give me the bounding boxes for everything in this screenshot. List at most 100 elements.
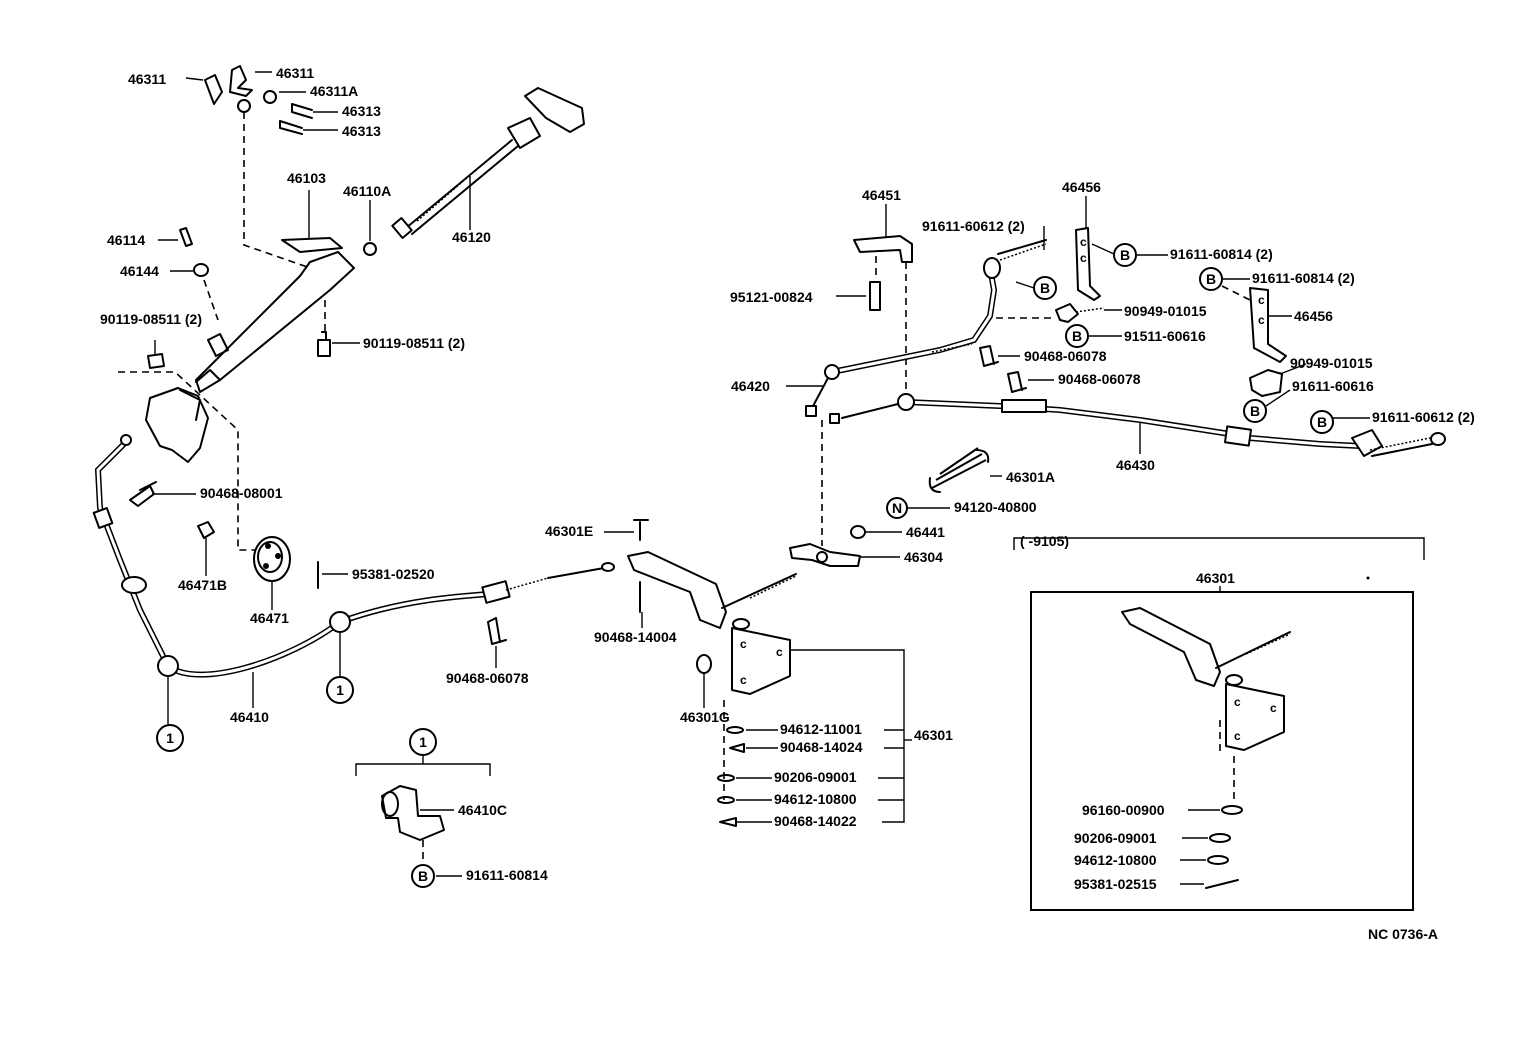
label-46301G: 46301G bbox=[680, 709, 730, 725]
rod-46120 bbox=[405, 139, 513, 229]
label-90468-14022: 90468-14022 bbox=[774, 813, 857, 829]
label-range: ( -9105) bbox=[1020, 533, 1069, 549]
svg-text:c: c bbox=[1270, 701, 1277, 715]
detail-box-9105: ( -9105) 46301 c c c 96160-00900 90206-0… bbox=[1013, 533, 1425, 911]
label-46311-left: 46311 bbox=[128, 71, 166, 87]
clip-46311-left bbox=[204, 74, 223, 105]
label-90468-14004: 90468-14004 bbox=[594, 629, 677, 645]
label-46441: 46441 bbox=[906, 524, 945, 540]
bushing-46144 bbox=[193, 263, 209, 277]
label-46301: 46301 bbox=[914, 727, 953, 743]
label-90468-08001: 90468-08001 bbox=[200, 485, 283, 501]
marker-B-5-text: B bbox=[1250, 403, 1260, 419]
marker-B-1-text: B bbox=[1040, 280, 1050, 296]
bushing-46441 bbox=[850, 525, 866, 539]
svg-text:c: c bbox=[1080, 251, 1087, 265]
label-95121-00824: 95121-00824 bbox=[730, 289, 813, 305]
label-90206-09001-a: 90206-09001 bbox=[774, 769, 857, 785]
label-90468-14024: 90468-14024 bbox=[780, 739, 863, 755]
label-46456-b: 46456 bbox=[1294, 308, 1333, 324]
equalizer-group: 46301A N 94120-40800 46441 46304 bbox=[789, 420, 1055, 567]
label-46304: 46304 bbox=[904, 549, 943, 565]
label-94120-40800: 94120-40800 bbox=[954, 499, 1037, 515]
svg-text:c: c bbox=[1234, 729, 1241, 743]
bracket-46451 bbox=[853, 235, 913, 263]
marker-B-5 bbox=[1243, 399, 1267, 423]
lever-46301-detail-arm bbox=[1121, 607, 1221, 687]
label-46301A: 46301A bbox=[1006, 469, 1055, 485]
clamp-46410C bbox=[381, 785, 445, 841]
lever-46301-detail-plate bbox=[1225, 683, 1285, 751]
spring-46301A bbox=[931, 447, 987, 489]
washer-94612-10800-b bbox=[1207, 855, 1229, 865]
label-91611-60814-b: 91611-60814 (2) bbox=[1170, 246, 1273, 262]
label-46456-a: 46456 bbox=[1062, 179, 1101, 195]
marker-B-clamp-text: B bbox=[418, 868, 428, 884]
knob-46120 bbox=[524, 87, 585, 133]
pin-46301E bbox=[633, 519, 649, 541]
label-46420: 46420 bbox=[731, 378, 770, 394]
pin-95121-00824 bbox=[869, 281, 881, 311]
marker-1-left-text: 1 bbox=[166, 730, 174, 746]
bushing-46301G bbox=[696, 654, 712, 674]
front-cable-46410: 46410 1 1 90468-06078 bbox=[92, 434, 615, 752]
clip-90949-01015-b bbox=[1249, 369, 1283, 397]
label-46311A: 46311A bbox=[310, 83, 358, 99]
clip-90949-01015-a bbox=[1055, 303, 1079, 323]
marker-B-4-text: B bbox=[1206, 271, 1216, 287]
label-91611-60814-c: 91611-60814 (2) bbox=[1252, 270, 1355, 286]
pin-46313-lower bbox=[279, 120, 303, 135]
label-95381-02520: 95381-02520 bbox=[352, 566, 435, 582]
label-46114: 46114 bbox=[107, 232, 145, 248]
intermediate-lever: 46301E c c c 90468-14004 46301G 94612-11… bbox=[545, 519, 953, 829]
label-90119-left: 90119-08511 (2) bbox=[100, 311, 202, 327]
label-94612-10800-b: 94612-10800 bbox=[1074, 852, 1157, 868]
marker-1-mid-text: 1 bbox=[336, 682, 344, 698]
label-91611-60612-a: 91611-60612 (2) bbox=[922, 218, 1025, 234]
svg-text:c: c bbox=[740, 673, 747, 687]
label-46451: 46451 bbox=[862, 187, 901, 203]
label-95381-02515: 95381-02515 bbox=[1074, 876, 1157, 892]
detail-frame bbox=[1030, 591, 1414, 911]
bracket-46456-a bbox=[1075, 227, 1101, 301]
svg-text:c: c bbox=[1258, 293, 1265, 307]
marker-B-2-text: B bbox=[1120, 247, 1130, 263]
label-46471: 46471 bbox=[250, 610, 289, 626]
pin-46313-upper bbox=[291, 103, 313, 119]
label-91511-60616: 91511-60616 bbox=[1124, 328, 1206, 344]
marker-N-text: N bbox=[892, 500, 902, 516]
marker-B-6 bbox=[1310, 410, 1334, 434]
label-91611-60616: 91611-60616 bbox=[1292, 378, 1374, 394]
washer-96160-00900 bbox=[1221, 805, 1243, 815]
label-46110A: 46110A bbox=[343, 183, 391, 199]
drawing-code: NC 0736-A bbox=[1368, 926, 1438, 942]
label-46103: 46103 bbox=[287, 170, 326, 186]
label-46120: 46120 bbox=[452, 229, 491, 245]
lever-46301-arm bbox=[627, 551, 727, 629]
label-46410: 46410 bbox=[230, 709, 269, 725]
bolt-90119-left bbox=[147, 353, 165, 369]
label-90206-09001-b: 90206-09001 bbox=[1074, 830, 1157, 846]
label-90949-01015-a: 90949-01015 bbox=[1124, 303, 1207, 319]
pulley-46471 bbox=[253, 536, 291, 582]
label-90119-right: 90119-08511 (2) bbox=[363, 335, 465, 351]
detail-1-clamp: 1 46410C B 91611-60814 bbox=[355, 728, 548, 888]
marker-1-left bbox=[156, 724, 184, 752]
svg-text:c: c bbox=[1080, 235, 1087, 249]
cable-clamp-2 bbox=[329, 611, 351, 633]
svg-text:c: c bbox=[1258, 313, 1265, 327]
label-46313-upper: 46313 bbox=[342, 103, 381, 119]
cable-clamp-1 bbox=[157, 655, 179, 677]
washer-90206-09001-b bbox=[1209, 833, 1231, 843]
svg-text:c: c bbox=[740, 637, 747, 651]
label-90468-06078-a: 90468-06078 bbox=[446, 670, 529, 686]
label-91611-60814-a: 91611-60814 bbox=[466, 867, 548, 883]
washer-90206-09001 bbox=[717, 774, 735, 782]
label-90468-06078-b: 90468-06078 bbox=[1024, 348, 1107, 364]
marker-B-6-text: B bbox=[1317, 414, 1327, 430]
svg-text:c: c bbox=[1234, 695, 1241, 709]
rod-sleeve-46120 bbox=[507, 117, 541, 149]
ring-46110A bbox=[363, 242, 377, 256]
label-94612-11001: 94612-11001 bbox=[780, 721, 862, 737]
